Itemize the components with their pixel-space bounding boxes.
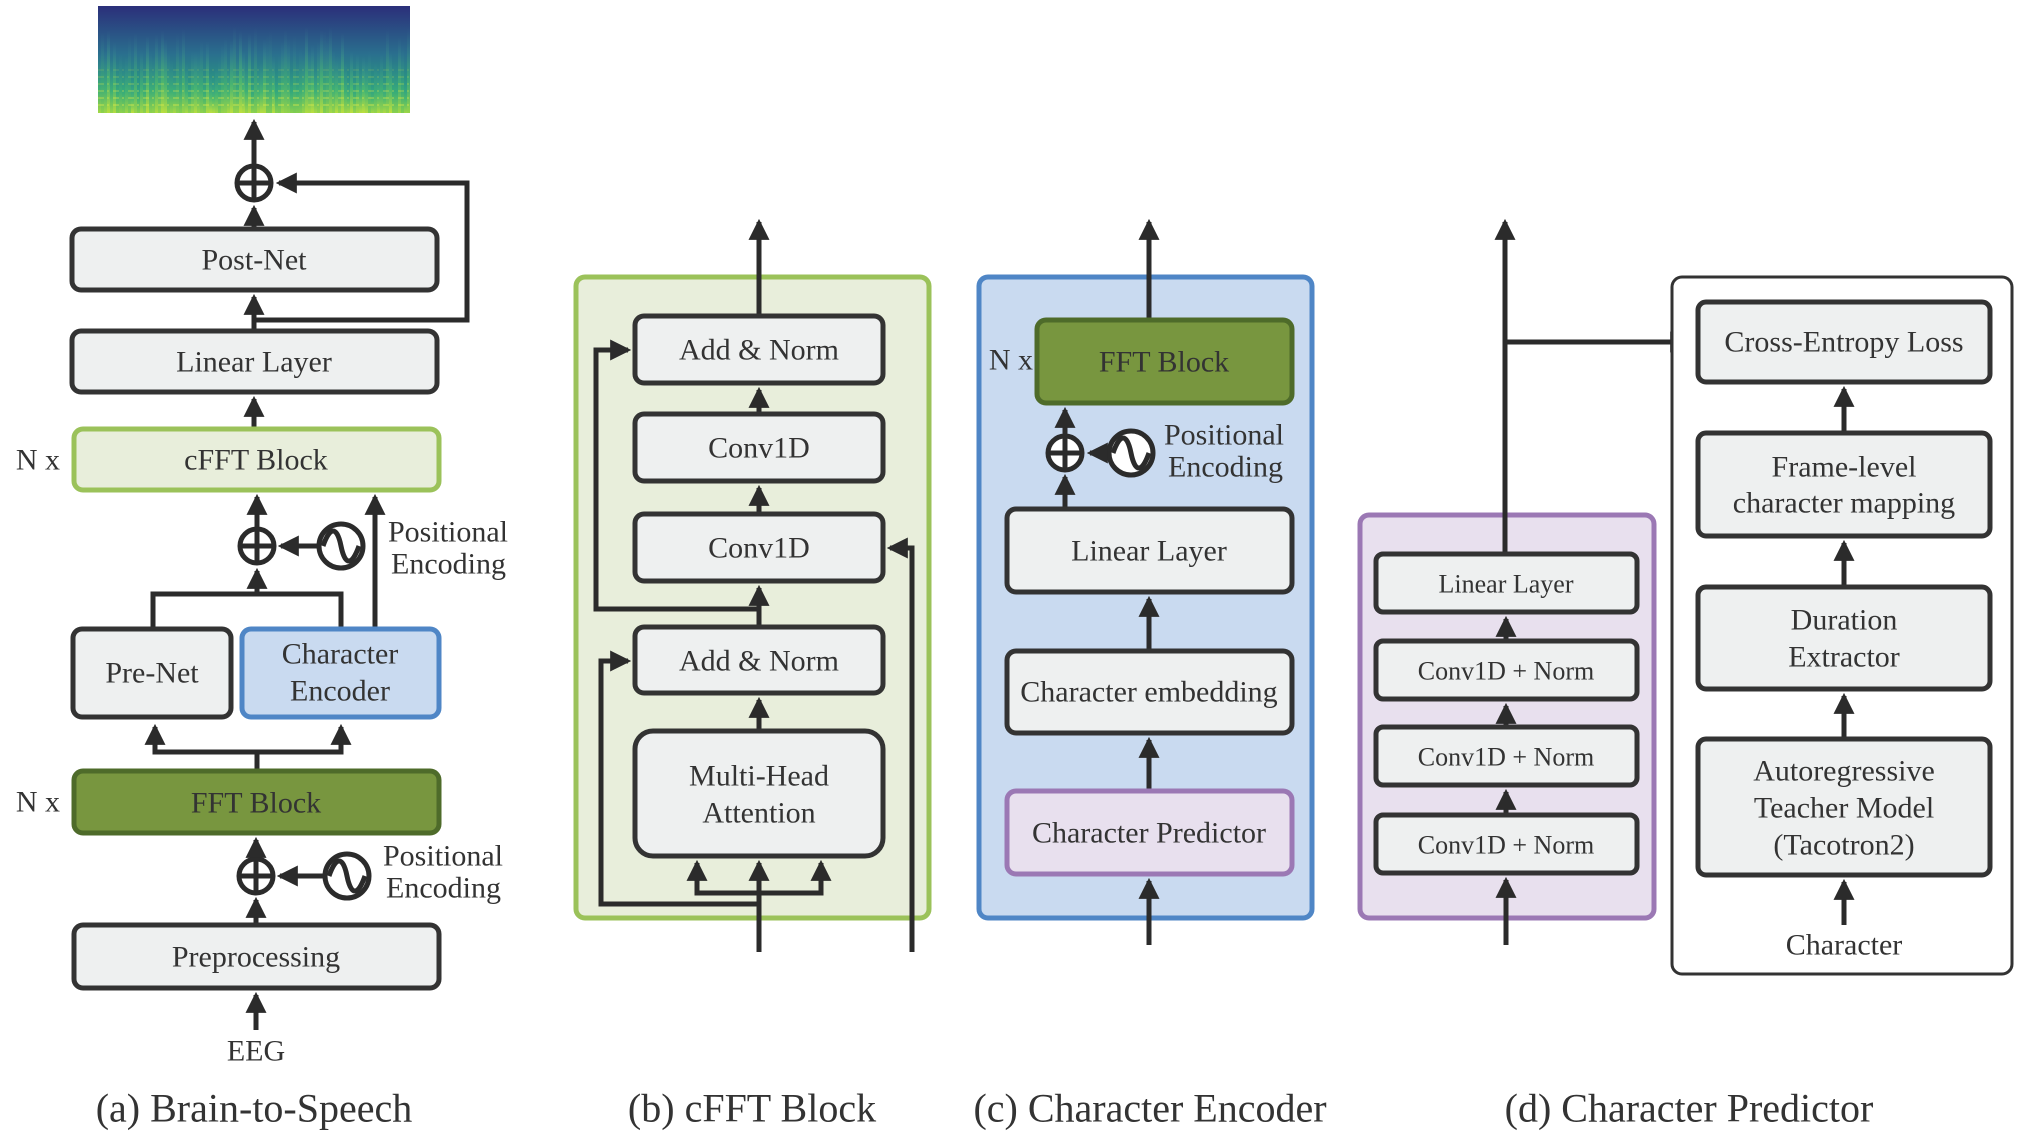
- d-conv-norm-3-box: [1373, 812, 1640, 876]
- teacher-model-label-1: Autoregressive: [1753, 755, 1935, 788]
- cfft-block-box: [71, 426, 442, 493]
- post-net-label: Post-Net: [202, 244, 308, 277]
- char-encoder-label-1: Character: [282, 638, 399, 671]
- c-fft-block-label: FFT Block: [1099, 346, 1229, 379]
- mha-label-2: Attention: [702, 797, 815, 830]
- char-encoder-box: [239, 626, 442, 720]
- cfft-block-label: cFFT Block: [184, 444, 328, 477]
- frame-mapping-label-1: Frame-level: [1772, 451, 1917, 484]
- conv1d-top-box: [632, 411, 886, 484]
- d-conv-norm-1-box: [1373, 638, 1640, 702]
- c-repeat-label: N x: [989, 344, 1033, 377]
- add-norm-bottom-label: Add & Norm: [679, 645, 839, 678]
- c-char-embedding-label: Character embedding: [1020, 676, 1277, 709]
- add-norm-top-label: Add & Norm: [679, 334, 839, 367]
- d-conv-norm-3-label: Conv1D + Norm: [1418, 831, 1594, 860]
- arrow-input-to-mha-v: [759, 859, 832, 896]
- add-icon-lower: [236, 856, 276, 896]
- post-net-box: [69, 226, 440, 293]
- d-linear-layer-label: Linear Layer: [1439, 570, 1574, 599]
- arrow-condition-to-conv: [886, 537, 915, 952]
- residual-bottom: [598, 650, 759, 907]
- frame-mapping-label-2: character mapping: [1733, 487, 1955, 520]
- residual-top: [593, 339, 759, 612]
- mha-box: [632, 728, 886, 859]
- c-fft-block-box: [1034, 317, 1295, 406]
- frame-mapping-box: [1695, 430, 1993, 539]
- c-char-predictor-label: Character Predictor: [1032, 817, 1266, 850]
- panel-b: Add & Norm Conv1D Conv1D Add & Norm Mult…: [573, 218, 932, 1131]
- caption-b: (b) cFFT Block: [628, 1086, 876, 1131]
- sinusoid-icon-upper: [316, 521, 366, 571]
- caption-d: (d) Character Predictor: [1505, 1086, 1874, 1131]
- add-norm-top-box: [632, 313, 886, 386]
- d-linear-layer-box: [1373, 551, 1640, 615]
- d-conv-norm-2-box: [1373, 724, 1640, 788]
- duration-extractor-label-1: Duration: [1791, 604, 1898, 637]
- cfft-repeat-label: N x: [16, 444, 60, 477]
- cross-entropy-box: [1695, 299, 1993, 385]
- c-char-embedding-box: [1004, 648, 1295, 736]
- panel-d: Linear Layer Conv1D + Norm Conv1D + Norm…: [1357, 218, 2014, 1131]
- fft-block-label: FFT Block: [191, 787, 321, 820]
- teacher-model-box: [1695, 736, 1993, 878]
- merge-line: [150, 591, 344, 628]
- pre-net-box: [70, 626, 234, 720]
- conv1d-top-label: Conv1D: [708, 432, 810, 465]
- residual-add-icon: [234, 163, 274, 203]
- arrow-fft-to-prenet: [144, 723, 260, 770]
- add-norm-bottom-box: [632, 624, 886, 696]
- c-linear-layer-box: [1004, 506, 1295, 595]
- fft-repeat-label: N x: [16, 786, 60, 819]
- character-input-label: Character: [1786, 929, 1903, 962]
- preprocessing-box: [71, 922, 442, 991]
- panel-a: Post-Net Linear Layer cFFT Block N x Pos…: [16, 6, 508, 1131]
- char-encoder-label-2: Encoder: [290, 675, 390, 708]
- duration-extractor-label-2: Extractor: [1788, 641, 1900, 674]
- duration-extractor-box: [1695, 584, 1993, 692]
- eeg-input-label: EEG: [227, 1035, 285, 1068]
- cross-entropy-label: Cross-Entropy Loss: [1724, 326, 1963, 359]
- pos-enc-upper-line1: Positional: [388, 516, 508, 549]
- d-conv-norm-1-label: Conv1D + Norm: [1418, 657, 1594, 686]
- pos-enc-upper-line2: Encoding: [391, 548, 506, 581]
- pos-enc-lower-line2: Encoding: [386, 872, 501, 905]
- mha-label-1: Multi-Head: [689, 760, 829, 793]
- fft-block-box: [71, 768, 442, 836]
- d-conv-norm-2-label: Conv1D + Norm: [1418, 743, 1594, 772]
- teacher-model-label-2: Teacher Model: [1754, 792, 1934, 825]
- caption-c: (c) Character Encoder: [973, 1086, 1326, 1131]
- add-icon-upper: [237, 526, 277, 566]
- caption-a: (a) Brain-to-Speech: [96, 1086, 413, 1131]
- spectrogram-image: [98, 6, 410, 114]
- conv1d-bottom-box: [632, 511, 886, 584]
- arrow-fft-to-charenc: [257, 723, 352, 755]
- c-linear-layer-label: Linear Layer: [1071, 535, 1227, 568]
- sinusoid-icon-lower: [322, 851, 372, 901]
- pos-enc-lower-line1: Positional: [383, 840, 503, 873]
- preprocessing-label: Preprocessing: [172, 941, 340, 974]
- c-pos-enc-line2: Encoding: [1168, 451, 1283, 484]
- panel-c: FFT Block N x Positional Encoding Linear…: [973, 218, 1327, 1131]
- conv1d-bottom-label: Conv1D: [708, 532, 810, 565]
- arrow-input-to-mha-q: [686, 859, 759, 896]
- linear-layer-box: [69, 328, 440, 395]
- pre-net-label: Pre-Net: [105, 657, 199, 690]
- teacher-model-label-3: (Tacotron2): [1773, 829, 1914, 862]
- linear-layer-label: Linear Layer: [176, 346, 332, 379]
- c-sinusoid-icon: [1106, 428, 1156, 478]
- c-char-predictor-box: [1004, 788, 1295, 877]
- c-pos-enc-line1: Positional: [1164, 419, 1284, 452]
- c-add-icon: [1045, 433, 1085, 473]
